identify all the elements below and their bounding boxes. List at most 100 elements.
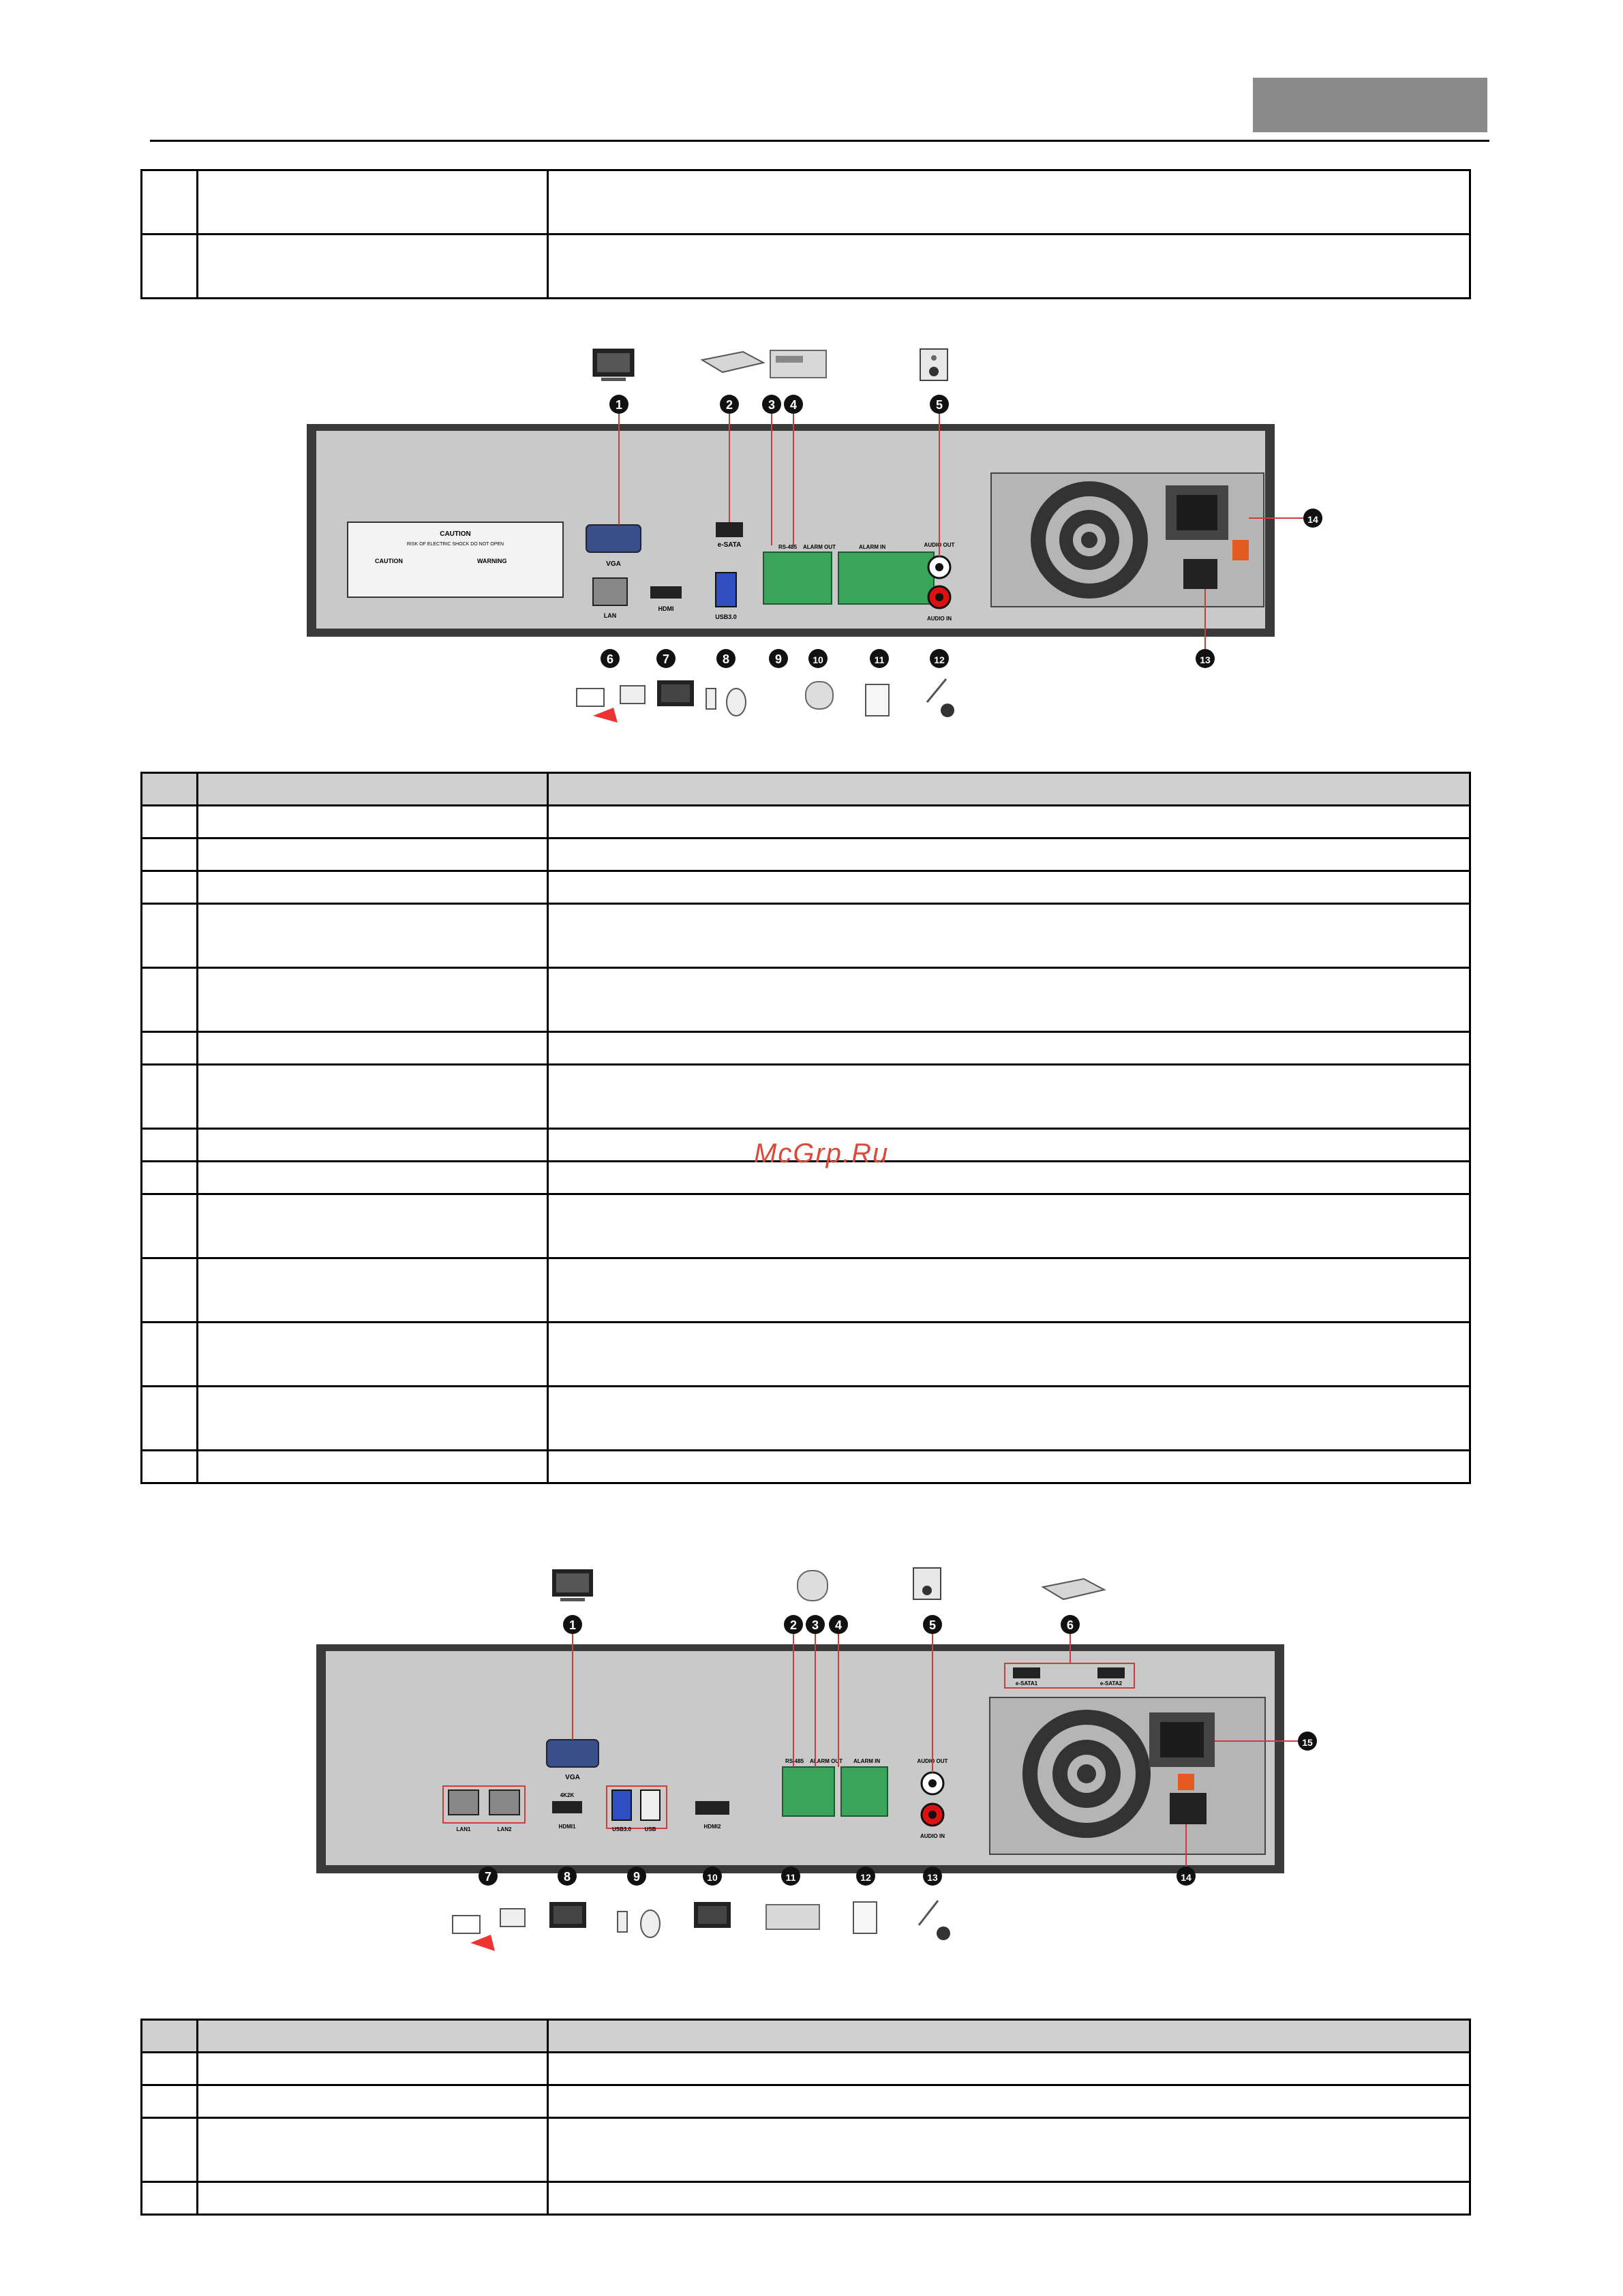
- svg-text:4: 4: [790, 398, 797, 412]
- table-row: [140, 1160, 1471, 1195]
- network-devices-icon: [576, 685, 646, 723]
- svg-text:VGA: VGA: [606, 560, 621, 568]
- table-row: [140, 1063, 1471, 1130]
- hdmi2-monitor-icon: [694, 1902, 731, 1928]
- callout-5: 5: [930, 395, 949, 414]
- callout-11: 11: [781, 1867, 800, 1886]
- callout-13: 13: [1196, 649, 1215, 668]
- table-row: [140, 1193, 1471, 1259]
- table-row: [140, 837, 1471, 872]
- callout-7: 7: [479, 1867, 498, 1886]
- usb-mouse-icon: [617, 1909, 661, 1938]
- svg-text:e-SATA1: e-SATA1: [1016, 1680, 1038, 1687]
- esata-port: e-SATA: [716, 522, 743, 549]
- svg-text:USB3.0: USB3.0: [715, 614, 737, 620]
- alarm-sensor-icon: [865, 684, 890, 716]
- table-row: [140, 1031, 1471, 1066]
- table-row: [140, 2181, 1471, 2216]
- speaker-icon: [913, 1567, 941, 1600]
- hdmi-port: HDMI: [650, 586, 682, 612]
- callout-3: 3: [762, 395, 781, 414]
- svg-text:ALARM IN: ALARM IN: [859, 544, 885, 550]
- svg-text:3: 3: [768, 398, 775, 412]
- svg-text:7: 7: [663, 652, 669, 666]
- callout-14: 14: [1177, 1867, 1196, 1886]
- table-row: [140, 2084, 1471, 2119]
- svg-text:HDMI2: HDMI2: [704, 1824, 721, 1830]
- header-tab: [1253, 78, 1487, 132]
- network-devices-icon: [452, 1908, 526, 1951]
- svg-text:VGA: VGA: [565, 1774, 580, 1781]
- speaker-icon: [920, 348, 948, 381]
- table-row: [140, 2117, 1471, 2183]
- caution-label: CAUTION RISK OF ELECTRIC SHOCK DO NOT OP…: [347, 522, 564, 598]
- svg-text:4: 4: [835, 1618, 842, 1632]
- microphone-icon: [917, 1900, 950, 1940]
- microphone-icon: [926, 678, 954, 717]
- audio-in-port: AUDIO IN: [920, 1802, 945, 1839]
- monitor-icon: [592, 348, 635, 381]
- svg-text:LAN: LAN: [604, 612, 617, 619]
- svg-text:10: 10: [707, 1872, 718, 1883]
- svg-text:AUDIO IN: AUDIO IN: [920, 1833, 945, 1839]
- table-row: [140, 2051, 1471, 2086]
- table-row: [140, 1128, 1471, 1162]
- svg-text:WARNING: WARNING: [477, 558, 507, 564]
- svg-text:CAUTION: CAUTION: [375, 558, 403, 564]
- svg-text:7: 7: [485, 1870, 491, 1884]
- alarm-light-icon: [797, 1570, 828, 1601]
- svg-text:HDMI1: HDMI1: [559, 1824, 576, 1830]
- svg-text:4K2K: 4K2K: [560, 1792, 575, 1798]
- audio-in-port: AUDIO IN: [927, 585, 952, 622]
- callout-4: 4: [829, 1615, 848, 1634]
- svg-text:LAN2: LAN2: [498, 1826, 512, 1832]
- callout-12: 12: [930, 649, 949, 668]
- lan-ports: LAN1 LAN2: [442, 1785, 526, 1832]
- svg-text:3: 3: [812, 1618, 819, 1632]
- callout-4: 4: [784, 395, 803, 414]
- callout-1: 1: [609, 395, 628, 414]
- svg-text:RISK OF ELECTRIC SHOCK DO NOT: RISK OF ELECTRIC SHOCK DO NOT OPEN: [407, 542, 504, 547]
- esata-drive-icon: [1041, 1577, 1106, 1601]
- svg-text:9: 9: [633, 1870, 640, 1884]
- callout-2: 2: [784, 1615, 803, 1634]
- spec-table-2: [140, 2019, 1471, 2216]
- callout-11: 11: [870, 649, 889, 668]
- hdmi1-monitor-icon: [549, 1902, 586, 1928]
- callout-6: 6: [1061, 1615, 1080, 1634]
- callout-7: 7: [656, 649, 676, 668]
- svg-text:AUDIO IN: AUDIO IN: [927, 616, 952, 622]
- svg-text:LAN1: LAN1: [457, 1826, 471, 1832]
- watermark: McGrp.Ru: [754, 1138, 890, 1168]
- callout-14: 14: [1303, 509, 1322, 528]
- keyboard-icon: [770, 350, 827, 378]
- callout-10: 10: [808, 649, 828, 668]
- svg-text:11: 11: [786, 1872, 796, 1883]
- table-header-row: [140, 2019, 1471, 2053]
- table-row: [140, 804, 1471, 839]
- table-row: [140, 870, 1471, 905]
- svg-text:ALARM OUT: ALARM OUT: [810, 1758, 843, 1764]
- hdmi1-port: 4K2K HDMI1: [552, 1792, 582, 1830]
- esata-ports: e-SATA1 e-SATA2: [1004, 1663, 1135, 1689]
- table-row: [140, 967, 1471, 1033]
- terminal-block: RS-485 ALARM OUT ALARM IN: [763, 544, 935, 605]
- keyboard-icon: [765, 1904, 820, 1930]
- table-row: [140, 1385, 1471, 1451]
- table-header-row: [140, 772, 1471, 806]
- svg-text:CAUTION: CAUTION: [440, 530, 471, 538]
- svg-text:RS-485: RS-485: [778, 544, 798, 550]
- svg-text:e-SATA: e-SATA: [718, 541, 742, 549]
- svg-text:2: 2: [790, 1618, 797, 1632]
- callout-1: 1: [563, 1615, 582, 1634]
- alarm-sensor-icon: [853, 1901, 877, 1934]
- callout-9: 9: [627, 1867, 646, 1886]
- svg-text:6: 6: [607, 652, 613, 666]
- monitor-icon: [552, 1569, 593, 1601]
- svg-text:12: 12: [934, 654, 945, 665]
- callout-8: 8: [558, 1867, 577, 1886]
- hdmi-monitor-icon: [657, 680, 694, 706]
- callout-9: 9: [769, 649, 788, 668]
- svg-text:8: 8: [723, 652, 729, 666]
- svg-text:2: 2: [726, 398, 733, 412]
